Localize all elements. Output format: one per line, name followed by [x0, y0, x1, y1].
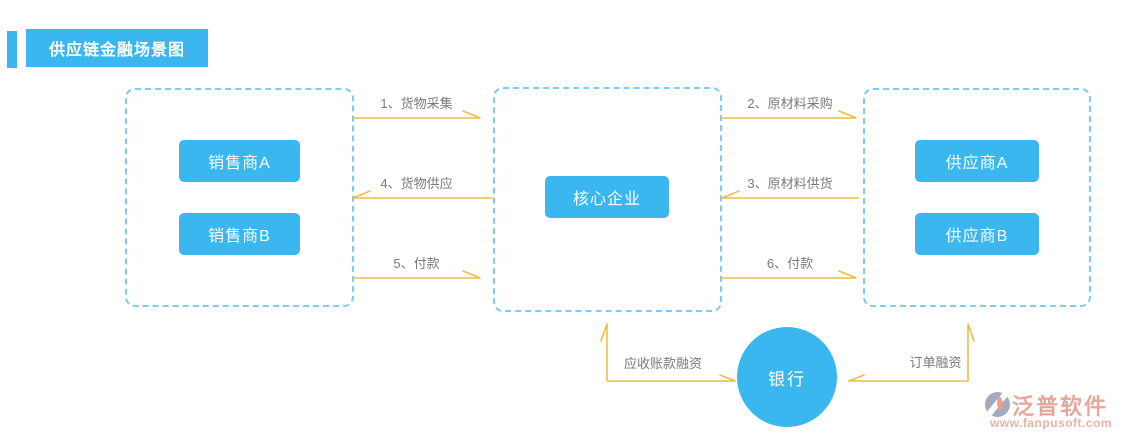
fanpu-logo-icon: [984, 391, 1011, 418]
suppliers-group-box: 供应商A 供应商B: [863, 88, 1091, 307]
fanpu-logo-text: 泛普软件: [1012, 394, 1109, 419]
diagram-title: 供应链金融场景图: [26, 29, 208, 67]
flow-label-raw-material-delivery: 3、原材料供货: [747, 176, 833, 191]
title-accent-bar: [7, 31, 17, 68]
flow-label-goods-collection: 1、货物采集: [380, 96, 453, 111]
node-seller-a: 销售商A: [179, 140, 300, 182]
node-seller-b: 销售商B: [179, 213, 300, 255]
flow-label-raw-material-purchase: 2、原材料采购: [747, 96, 833, 111]
flow-label-receivable-financing: 应收账款融资: [623, 356, 702, 371]
node-supplier-a: 供应商A: [915, 140, 1039, 182]
node-bank: 银行: [737, 327, 837, 427]
node-supplier-b: 供应商B: [915, 213, 1039, 255]
fanpu-logo: 泛普软件 www.fanpusoft.com: [982, 389, 1123, 435]
core-enterprise-group-box: 核心企业: [493, 87, 722, 312]
node-core-enterprise: 核心企业: [545, 176, 669, 218]
fanpu-logo-url: www.fanpusoft.com: [990, 416, 1113, 430]
sellers-group-box: 销售商A 销售商B: [125, 88, 354, 307]
flow-label-payment-right: 6、付款: [766, 256, 814, 271]
flow-label-order-financing: 订单融资: [909, 355, 962, 370]
flow-label-payment-left: 5、付款: [393, 256, 440, 271]
flow-label-goods-supply: 4、货物供应: [380, 176, 453, 191]
